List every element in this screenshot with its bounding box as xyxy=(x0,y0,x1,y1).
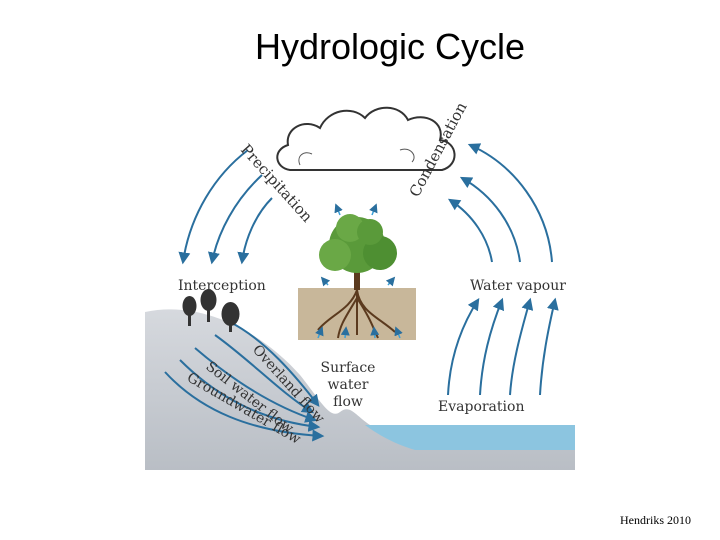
precipitation-arrow xyxy=(208,174,263,265)
label-water-vapour: Water vapour xyxy=(470,278,566,294)
source-credit: Hendriks 2010 xyxy=(620,513,691,527)
soil-water-flow-arrow xyxy=(194,347,318,423)
subsurface-flow-arrows xyxy=(164,321,325,442)
label-surface-water-flow-1: Surface xyxy=(321,360,376,376)
evaporation-arrow xyxy=(447,297,480,396)
precipitation-arrow xyxy=(237,197,273,265)
label-evaporation: Evaporation xyxy=(438,399,524,415)
evaporation-arrow xyxy=(479,297,505,396)
page-title: Hydrologic Cycle xyxy=(254,26,526,67)
condensation-arrows xyxy=(447,143,553,263)
evaporation-arrow xyxy=(539,297,559,396)
condensation-arrow xyxy=(459,176,521,263)
soil-water-flow-arrow xyxy=(179,359,321,432)
label-interception: Interception xyxy=(178,278,266,294)
condensation-arrow xyxy=(467,143,553,263)
overland-flow-arrow xyxy=(229,321,320,407)
evaporation-arrows xyxy=(447,297,559,396)
trees-icon xyxy=(182,289,240,332)
evaporation-arrow xyxy=(509,297,534,396)
groundwater-flow-arrow xyxy=(164,371,325,442)
label-surface-water-flow-3: flow xyxy=(333,394,363,410)
water-body xyxy=(365,425,575,450)
label-surface-water-flow-2: water xyxy=(328,377,369,393)
overland-flow-arrow xyxy=(214,334,315,414)
cloud-icon xyxy=(276,106,456,171)
condensation-arrow xyxy=(447,198,493,263)
tree-inset-icon xyxy=(298,203,416,340)
precipitation-arrow xyxy=(178,149,249,265)
precipitation-arrows xyxy=(178,149,273,265)
